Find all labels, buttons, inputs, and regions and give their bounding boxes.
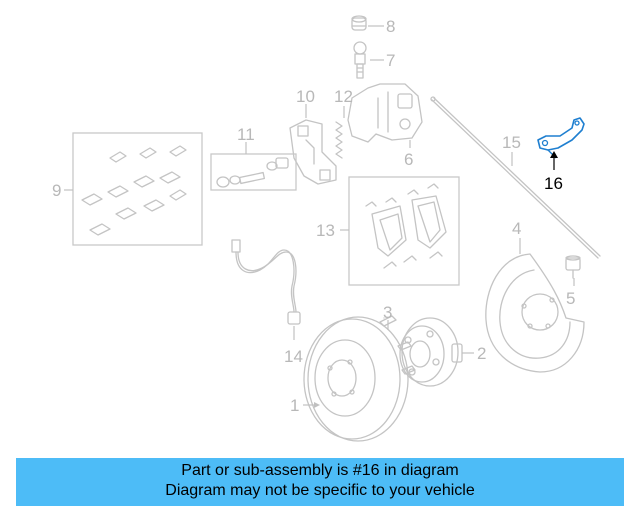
part-3-wheel-studs [379, 315, 416, 375]
part-13-box [348, 176, 460, 286]
callout-15: 15 [502, 133, 521, 152]
caption-line-2: Diagram may not be specific to your vehi… [165, 482, 475, 499]
part-11-box [210, 153, 297, 191]
part-8-bushing [351, 15, 367, 31]
callout-9: 9 [52, 181, 61, 200]
callout-6: 6 [404, 150, 413, 169]
part-6-caliper [347, 83, 423, 143]
part-9-box [72, 132, 203, 246]
part-14-sensor-wire [231, 239, 301, 325]
part-5-bolt [565, 255, 581, 279]
part-16-bracket [537, 117, 585, 159]
callout-5: 5 [566, 289, 575, 308]
part-10-caliper-bracket [289, 119, 337, 185]
part-4-dust-shield [485, 253, 585, 373]
callout-16-arrow [550, 151, 558, 170]
callout-14: 14 [284, 347, 303, 366]
part-11-guide-pins [216, 157, 289, 188]
part-7-bleeder-screw [353, 41, 367, 79]
callout-13: 13 [316, 221, 335, 240]
caption-banner: Part or sub-assembly is #16 in diagram D… [16, 458, 624, 506]
callout-11: 11 [237, 125, 255, 144]
part-1-rotor [303, 316, 409, 442]
callout-12: 12 [334, 87, 353, 106]
part-2-hub [399, 317, 463, 387]
callout-4: 4 [512, 219, 521, 238]
callout-16: 16 [544, 174, 563, 193]
callout-8: 8 [386, 17, 395, 36]
callout-10: 10 [296, 87, 315, 106]
brake-parts-diagram: 8 7 6 12 10 11 [52, 15, 601, 442]
part-12-spring [335, 121, 343, 159]
part-15-cable [430, 96, 601, 259]
callout-7: 7 [386, 51, 395, 70]
caption-line-1: Part or sub-assembly is #16 in diagram [181, 462, 459, 479]
callout-3: 3 [383, 303, 392, 322]
callout-1: 1 [290, 396, 299, 415]
part-13-brake-pads [365, 183, 447, 269]
callout-2: 2 [477, 344, 486, 363]
part-9-hardware-clips [81, 145, 187, 236]
